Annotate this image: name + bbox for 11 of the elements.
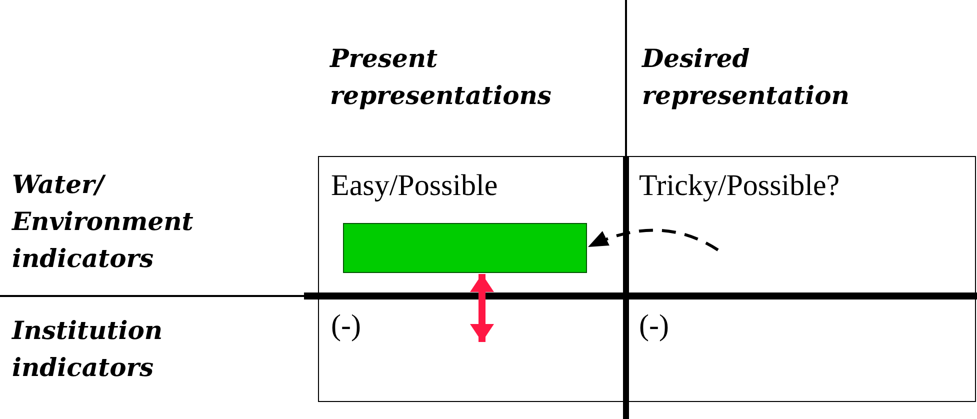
arrow: [587, 228, 719, 252]
row-header: Water/ Environment indicators: [12, 169, 194, 275]
row-header: Institution indicators: [12, 315, 164, 384]
cell-text: Tricky/Possible?: [639, 169, 840, 203]
double-arrow: [470, 274, 494, 342]
bar-shape: [343, 223, 587, 273]
column-header: Present representations: [330, 43, 553, 112]
cell-text: (-): [331, 309, 361, 343]
cell-text: (-): [639, 309, 669, 343]
column-header: Desired representation: [642, 43, 850, 112]
cell-text: Easy/Possible: [331, 169, 498, 203]
